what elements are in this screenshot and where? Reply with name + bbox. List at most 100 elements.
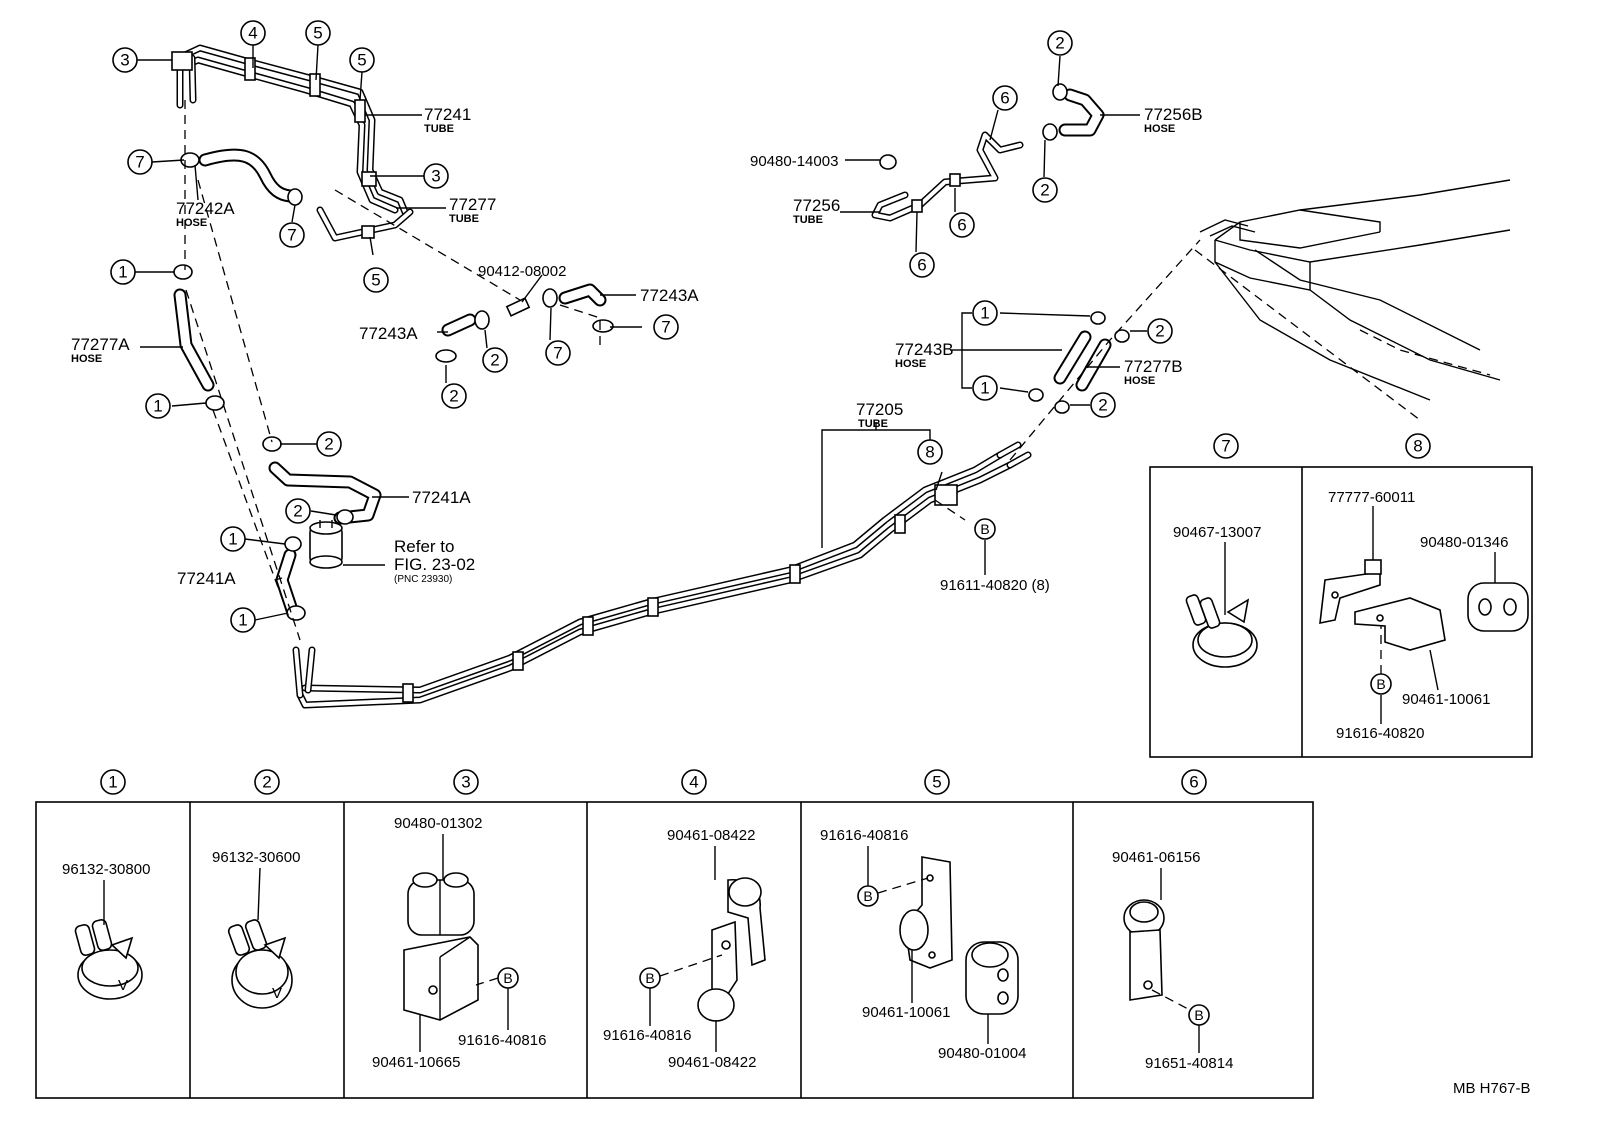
label-91651-40814: 91651-40814 <box>1145 1055 1233 1072</box>
label-90461-10061: 90461-10061 <box>862 1004 950 1021</box>
label-77243A: 77243A <box>359 324 418 343</box>
main-fuel-tube-77205 <box>292 451 1014 709</box>
label-77243B: 77243B <box>895 340 954 359</box>
upper-tube-77241 <box>171 44 409 216</box>
label-77241A: 77241A <box>412 488 471 507</box>
svg-text:2: 2 <box>1040 181 1049 200</box>
svg-text:6: 6 <box>917 256 926 275</box>
svg-text:1: 1 <box>118 263 127 282</box>
svg-text:V: V <box>272 985 282 1002</box>
callout-6: 6 <box>992 85 1018 111</box>
label-90461-10061: 90461-10061 <box>1402 691 1490 708</box>
callout-b: B <box>639 967 661 989</box>
detail-box-7-8: 7 8 90467-13007 77777-60011 90461-10061 <box>1149 433 1533 758</box>
svg-text:4: 4 <box>248 24 257 43</box>
label-90480-01346: 90480-01346 <box>1420 534 1508 551</box>
callout-1: 1 <box>220 526 246 552</box>
svg-text:7: 7 <box>661 318 670 337</box>
svg-text:2: 2 <box>1155 322 1164 341</box>
callout-2: 2 <box>1047 30 1073 56</box>
label-91616-40816: 91616-40816 <box>603 1027 691 1044</box>
svg-text:B: B <box>980 521 989 537</box>
callout-2: 2 <box>1147 318 1173 344</box>
label-77242A: 77242A <box>176 199 235 218</box>
callout-6: 6 <box>909 252 935 278</box>
label-pnc: (PNC 23930) <box>394 574 452 585</box>
clamp-90467-13007 <box>1185 594 1258 668</box>
svg-text:2: 2 <box>324 435 333 454</box>
callout-1: 1 <box>972 300 998 326</box>
label-90461-06156: 90461-06156 <box>1112 849 1200 866</box>
svg-text:B: B <box>1376 676 1385 692</box>
callout-2: 2 <box>316 431 342 457</box>
figure-code: MB H767-B <box>1453 1080 1531 1097</box>
callout-5: 5 <box>363 267 389 293</box>
callout-3: 3 <box>423 163 449 189</box>
callout-6: 6 <box>949 212 975 238</box>
svg-text:6: 6 <box>1189 773 1198 792</box>
svg-text:3: 3 <box>461 773 470 792</box>
callout-5: 5 <box>924 769 950 795</box>
dashed-leaders <box>184 100 1421 641</box>
svg-text:5: 5 <box>371 271 380 290</box>
bracket-90461-10665 <box>403 936 479 1021</box>
svg-text:6: 6 <box>957 216 966 235</box>
label-90461-10665: 90461-10665 <box>372 1054 460 1071</box>
svg-text:5: 5 <box>313 24 322 43</box>
svg-text:8: 8 <box>1413 437 1422 456</box>
label-77256: 77256 <box>793 196 840 215</box>
callout-4: 4 <box>681 769 707 795</box>
callout-1: 1 <box>110 259 136 285</box>
svg-text:2: 2 <box>490 351 499 370</box>
callout-6: 6 <box>1181 769 1207 795</box>
svg-text:6: 6 <box>1000 89 1009 108</box>
label-90461-08422: 90461-08422 <box>668 1054 756 1071</box>
label-refer-to: Refer to <box>394 537 454 556</box>
label-96132-30800: 96132-30800 <box>62 861 150 878</box>
svg-text:HOSE: HOSE <box>1144 123 1175 135</box>
label-77777-60011: 77777-60011 <box>1328 489 1415 506</box>
svg-text:TUBE: TUBE <box>424 123 454 135</box>
svg-text:5: 5 <box>357 51 366 70</box>
svg-text:7: 7 <box>1221 437 1230 456</box>
label-77256B: 77256B <box>1144 105 1203 124</box>
label-90467-13007: 90467-13007 <box>1173 524 1261 541</box>
svg-text:1: 1 <box>228 530 237 549</box>
label-90480-01302: 90480-01302 <box>394 815 482 832</box>
label-91616-40816: 91616-40816 <box>820 827 908 844</box>
grommet-90480-01302 <box>407 872 475 936</box>
callout-b: B <box>1188 1004 1210 1026</box>
svg-text:B: B <box>1194 1007 1203 1023</box>
callout-1: 1 <box>145 393 171 419</box>
label-77241: 77241 <box>424 105 471 124</box>
clamp-96132-30800: V <box>74 919 143 1000</box>
callout-5: 5 <box>349 47 375 73</box>
callout-7: 7 <box>127 149 153 175</box>
grommet-90480-01346 <box>1467 582 1529 632</box>
label-77277: 77277 <box>449 195 496 214</box>
label-91616-40816: 91616-40816 <box>458 1032 546 1049</box>
callout-3: 3 <box>112 47 138 73</box>
svg-text:1: 1 <box>153 397 162 416</box>
callout-2: 2 <box>441 383 467 409</box>
callout-2: 2 <box>482 347 508 373</box>
label-77277B: 77277B <box>1124 357 1183 376</box>
svg-text:7: 7 <box>287 226 296 245</box>
label-90480-14003: 90480-14003 <box>750 153 838 170</box>
callout-1: 1 <box>972 375 998 401</box>
clamp-90461-06156 <box>1123 899 1165 1001</box>
svg-text:B: B <box>645 970 654 986</box>
label-91611-40820: 91611-40820 (8) <box>940 577 1050 594</box>
svg-text:HOSE: HOSE <box>71 353 102 365</box>
svg-text:7: 7 <box>553 344 562 363</box>
callout-b: B <box>497 967 519 989</box>
label-91616-40820: 91616-40820 <box>1336 725 1424 742</box>
label-77205: 77205 <box>856 400 903 419</box>
svg-text:2: 2 <box>449 387 458 406</box>
label-96132-30600: 96132-30600 <box>212 849 300 866</box>
callout-4: 4 <box>240 20 266 46</box>
callouts-main: 3 4 5 5 3 5 7 7 1 1 2 2 1 1 2 2 7 7 2 6 … <box>110 20 1173 633</box>
svg-text:1: 1 <box>980 304 989 323</box>
leader-lines <box>135 44 1147 621</box>
hose-77241A <box>262 436 382 621</box>
